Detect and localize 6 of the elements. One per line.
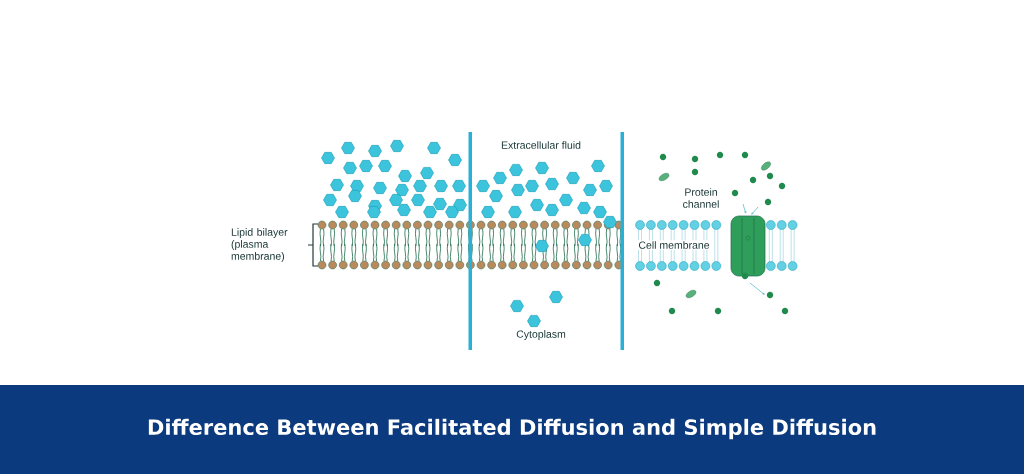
bracket-label: Lipid bilayer (plasma membrane) (231, 228, 288, 262)
title-banner: Difference Between Facilitated Diffusion and Simple Diffusion (0, 385, 1024, 474)
part-label: Protein channel (683, 188, 719, 208)
part-label: Cell membrane (637, 240, 711, 250)
region-label: Extracellular fluid (501, 141, 581, 149)
region-label: Cytoplasm (516, 330, 566, 340)
